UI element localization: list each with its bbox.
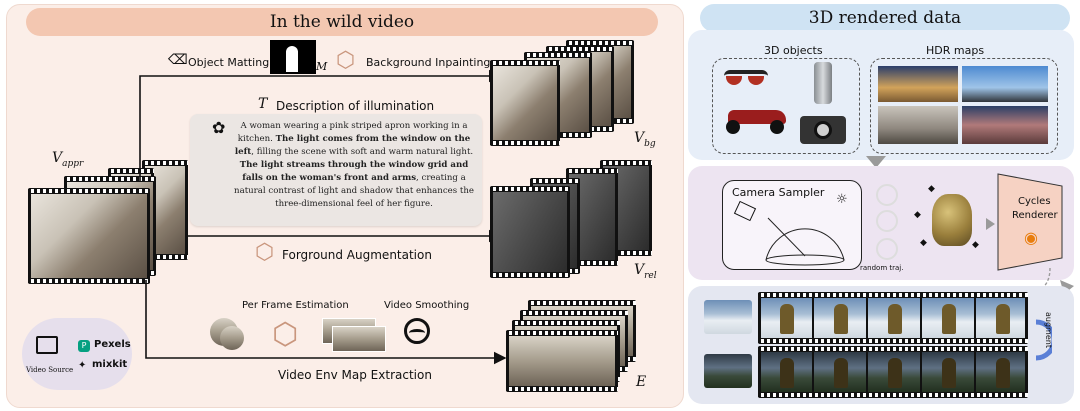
- right-panel-title: 3D rendered data: [700, 4, 1070, 32]
- small-camera-icon-1: ◆: [928, 184, 935, 194]
- env-map-extraction-label: Video Env Map Extraction: [278, 368, 432, 382]
- env-frame-0: [506, 330, 618, 392]
- strip-bottom-divider-2: [866, 352, 868, 392]
- statue-bottom-4: [942, 358, 956, 388]
- sphere-thumb-2: [220, 326, 244, 350]
- statue-bottom-5: [996, 358, 1010, 388]
- hdr-thumb-3: [878, 106, 958, 144]
- estimation-hex-icon: ⬡: [272, 317, 299, 352]
- small-camera-icon-4: ◆: [972, 240, 979, 250]
- ornate-vessel-object: [932, 194, 972, 246]
- trajectory-circle-3: [876, 238, 898, 260]
- arrow-to-renderer: [986, 218, 995, 230]
- arrow-to-bg: [139, 69, 502, 182]
- arrow-to-env: [145, 280, 507, 365]
- description-scroll: [190, 114, 482, 226]
- sunglasses-icon: [724, 70, 768, 86]
- bottle-icon: [814, 62, 832, 104]
- openai-icon: ✿: [212, 118, 226, 137]
- hdr-maps-label: HDR maps: [926, 44, 985, 57]
- pexels-logo-icon: P: [78, 340, 90, 352]
- statue-bottom-3: [888, 358, 902, 388]
- statue-top-1: [780, 304, 794, 334]
- bg-frame-0: [490, 60, 560, 146]
- statue-top-4: [942, 304, 956, 334]
- strip-bottom-divider-4: [974, 352, 976, 392]
- panorama-thumb-2: [332, 326, 386, 352]
- hdr-thumb-4: [962, 106, 1048, 144]
- env-thumb-bottom: [704, 354, 752, 388]
- per-frame-estimation-label: Per Frame Estimation: [242, 300, 349, 311]
- blender-icon: ◉: [1024, 228, 1038, 247]
- smoothing-icon: [404, 318, 430, 344]
- eraser-icon: ⌫: [168, 52, 188, 68]
- pipeline-connectors: [139, 69, 507, 365]
- augment-arc: [1035, 319, 1052, 361]
- statue-top-5: [996, 304, 1010, 334]
- hdr-thumb-1: [878, 66, 958, 102]
- small-camera-icon-3: ◆: [920, 238, 927, 248]
- cycles-label: Cycles: [1018, 196, 1051, 207]
- vintage-car-icon: [722, 104, 792, 134]
- strip-top-divider-3: [920, 298, 922, 338]
- video-smoothing-label: Video Smoothing: [384, 300, 470, 311]
- strip-bottom-divider-1: [812, 352, 814, 392]
- trajectory-circle-2: [876, 210, 898, 232]
- mixkit-logo-icon: ✦: [78, 360, 87, 371]
- hemisphere-icon: [765, 217, 845, 266]
- video-source-caption: Video Source: [26, 366, 74, 374]
- small-camera-icon-2: ◆: [914, 210, 921, 220]
- mixkit-label: mixkit: [92, 359, 128, 370]
- left-panel-title: In the wild video: [26, 8, 658, 36]
- cycles-renderer-shape: [997, 173, 1063, 271]
- hdr-thumb-2: [962, 66, 1048, 102]
- env-symbol: E: [636, 374, 647, 390]
- description-text: A woman wearing a pink striped apron wor…: [234, 121, 474, 209]
- trajectory-circle-1: [876, 184, 898, 206]
- v-rel-symbol: Vrel: [634, 262, 657, 281]
- env-thumb-top: [704, 300, 752, 334]
- camera-object-icon: [800, 116, 846, 144]
- strip-top-divider-1: [812, 298, 814, 338]
- foreground-hex-icon: ⬡: [255, 240, 275, 265]
- text-t-symbol: T: [258, 96, 268, 112]
- augment-label: augment: [1044, 312, 1053, 348]
- camera-sampler-label: Camera Sampler: [732, 186, 825, 199]
- random-traj-label: random traj.: [860, 264, 904, 272]
- description-of-illumination-label: Description of illumination: [276, 99, 435, 113]
- foreground-augmentation-label: Forground Augmentation: [282, 248, 432, 262]
- v-appr-symbol: Vappr: [52, 150, 84, 169]
- light-bulb-icon: ☼: [836, 192, 848, 207]
- strip-top-divider-4: [974, 298, 976, 338]
- inpaint-hex-icon: ⬡: [336, 48, 356, 73]
- renderer-label: Renderer: [1012, 210, 1058, 221]
- hdr-maps-box: [870, 58, 1058, 154]
- statue-bottom-2: [834, 358, 848, 388]
- 3d-objects-label: 3D objects: [764, 44, 823, 57]
- pexels-label: Pexels: [94, 339, 131, 350]
- object-matting-label: Object Matting: [188, 56, 270, 69]
- video-source-badge: [22, 318, 132, 390]
- v-bg-symbol: Vbg: [634, 130, 656, 149]
- down-arrow-1: [866, 156, 886, 168]
- strip-top-divider-2: [866, 298, 868, 338]
- mask-symbol: M: [316, 60, 328, 73]
- statue-top-2: [834, 304, 848, 334]
- video-source-icon: [36, 336, 58, 354]
- mask-thumbnail: [270, 40, 316, 74]
- 3d-objects-box: [712, 58, 860, 154]
- strip-bottom-divider-3: [920, 352, 922, 392]
- background-inpainting-label: Background Inpainting: [366, 56, 491, 69]
- appr-frame-0: [28, 188, 150, 284]
- statue-bottom-1: [780, 358, 794, 388]
- rel-frame-0: [490, 186, 570, 278]
- statue-top-3: [888, 304, 902, 334]
